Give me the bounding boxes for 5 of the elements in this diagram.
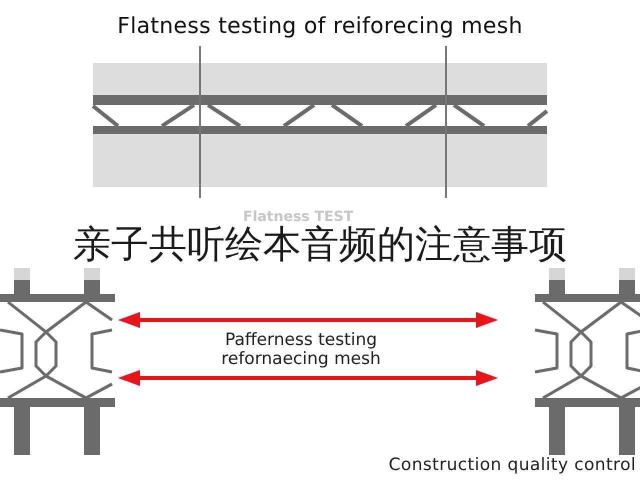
- overlay-heading: 亲子共听绘本音频的注意事项: [73, 224, 567, 266]
- title: Flatness testing of reiforecing mesh: [117, 14, 523, 40]
- faded-text: Flatness TEST: [243, 209, 354, 225]
- caption-text: Construction quality control: [388, 456, 636, 476]
- arrow-label: Pafferness testing refornaecing mesh: [220, 331, 382, 370]
